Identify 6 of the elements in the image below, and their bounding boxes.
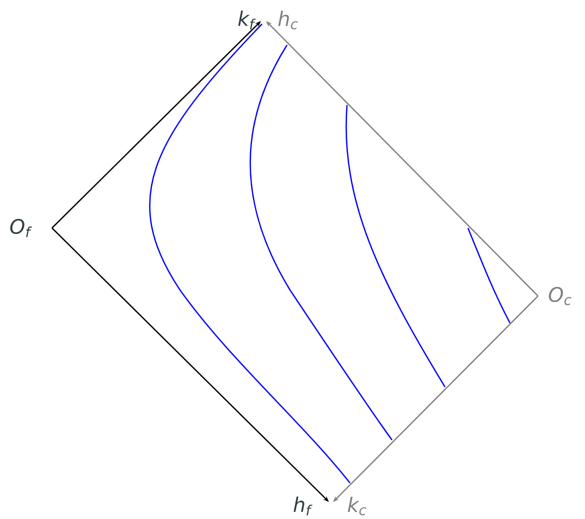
axis-label: O$_{f}$ [10, 218, 32, 238]
axis-label: O$_{c}$ [548, 286, 572, 306]
axis-label: h$_{c}$ [278, 10, 298, 30]
axis-label: k$_{c}$ [348, 496, 366, 516]
axis-label: k$_{f}$ [238, 10, 256, 30]
axis-label: h$_{f}$ [294, 496, 312, 516]
